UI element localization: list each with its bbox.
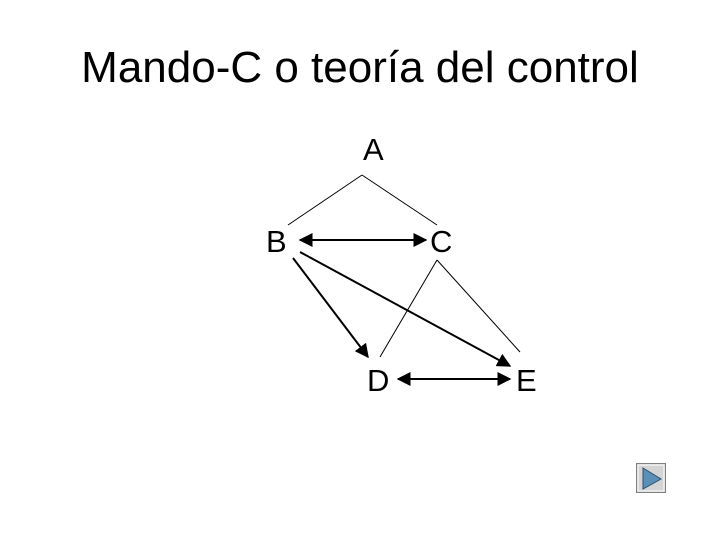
- slide-title: Mando-C o teoría del control: [81, 43, 639, 92]
- node-a: A: [363, 132, 384, 167]
- arrow-b-e: [299, 251, 512, 367]
- next-slide-button[interactable]: [636, 463, 666, 493]
- node-d: D: [367, 363, 389, 398]
- edge-a-c: [361, 174, 438, 226]
- node-c: C: [430, 224, 452, 259]
- edge-c-e: [436, 259, 521, 353]
- edge-c-d: [379, 259, 438, 358]
- node-e: E: [516, 363, 537, 398]
- arrow-b-d: [292, 257, 369, 359]
- edge-a-b: [287, 174, 363, 226]
- play-triangle-icon: [637, 464, 665, 492]
- node-b: B: [266, 224, 287, 259]
